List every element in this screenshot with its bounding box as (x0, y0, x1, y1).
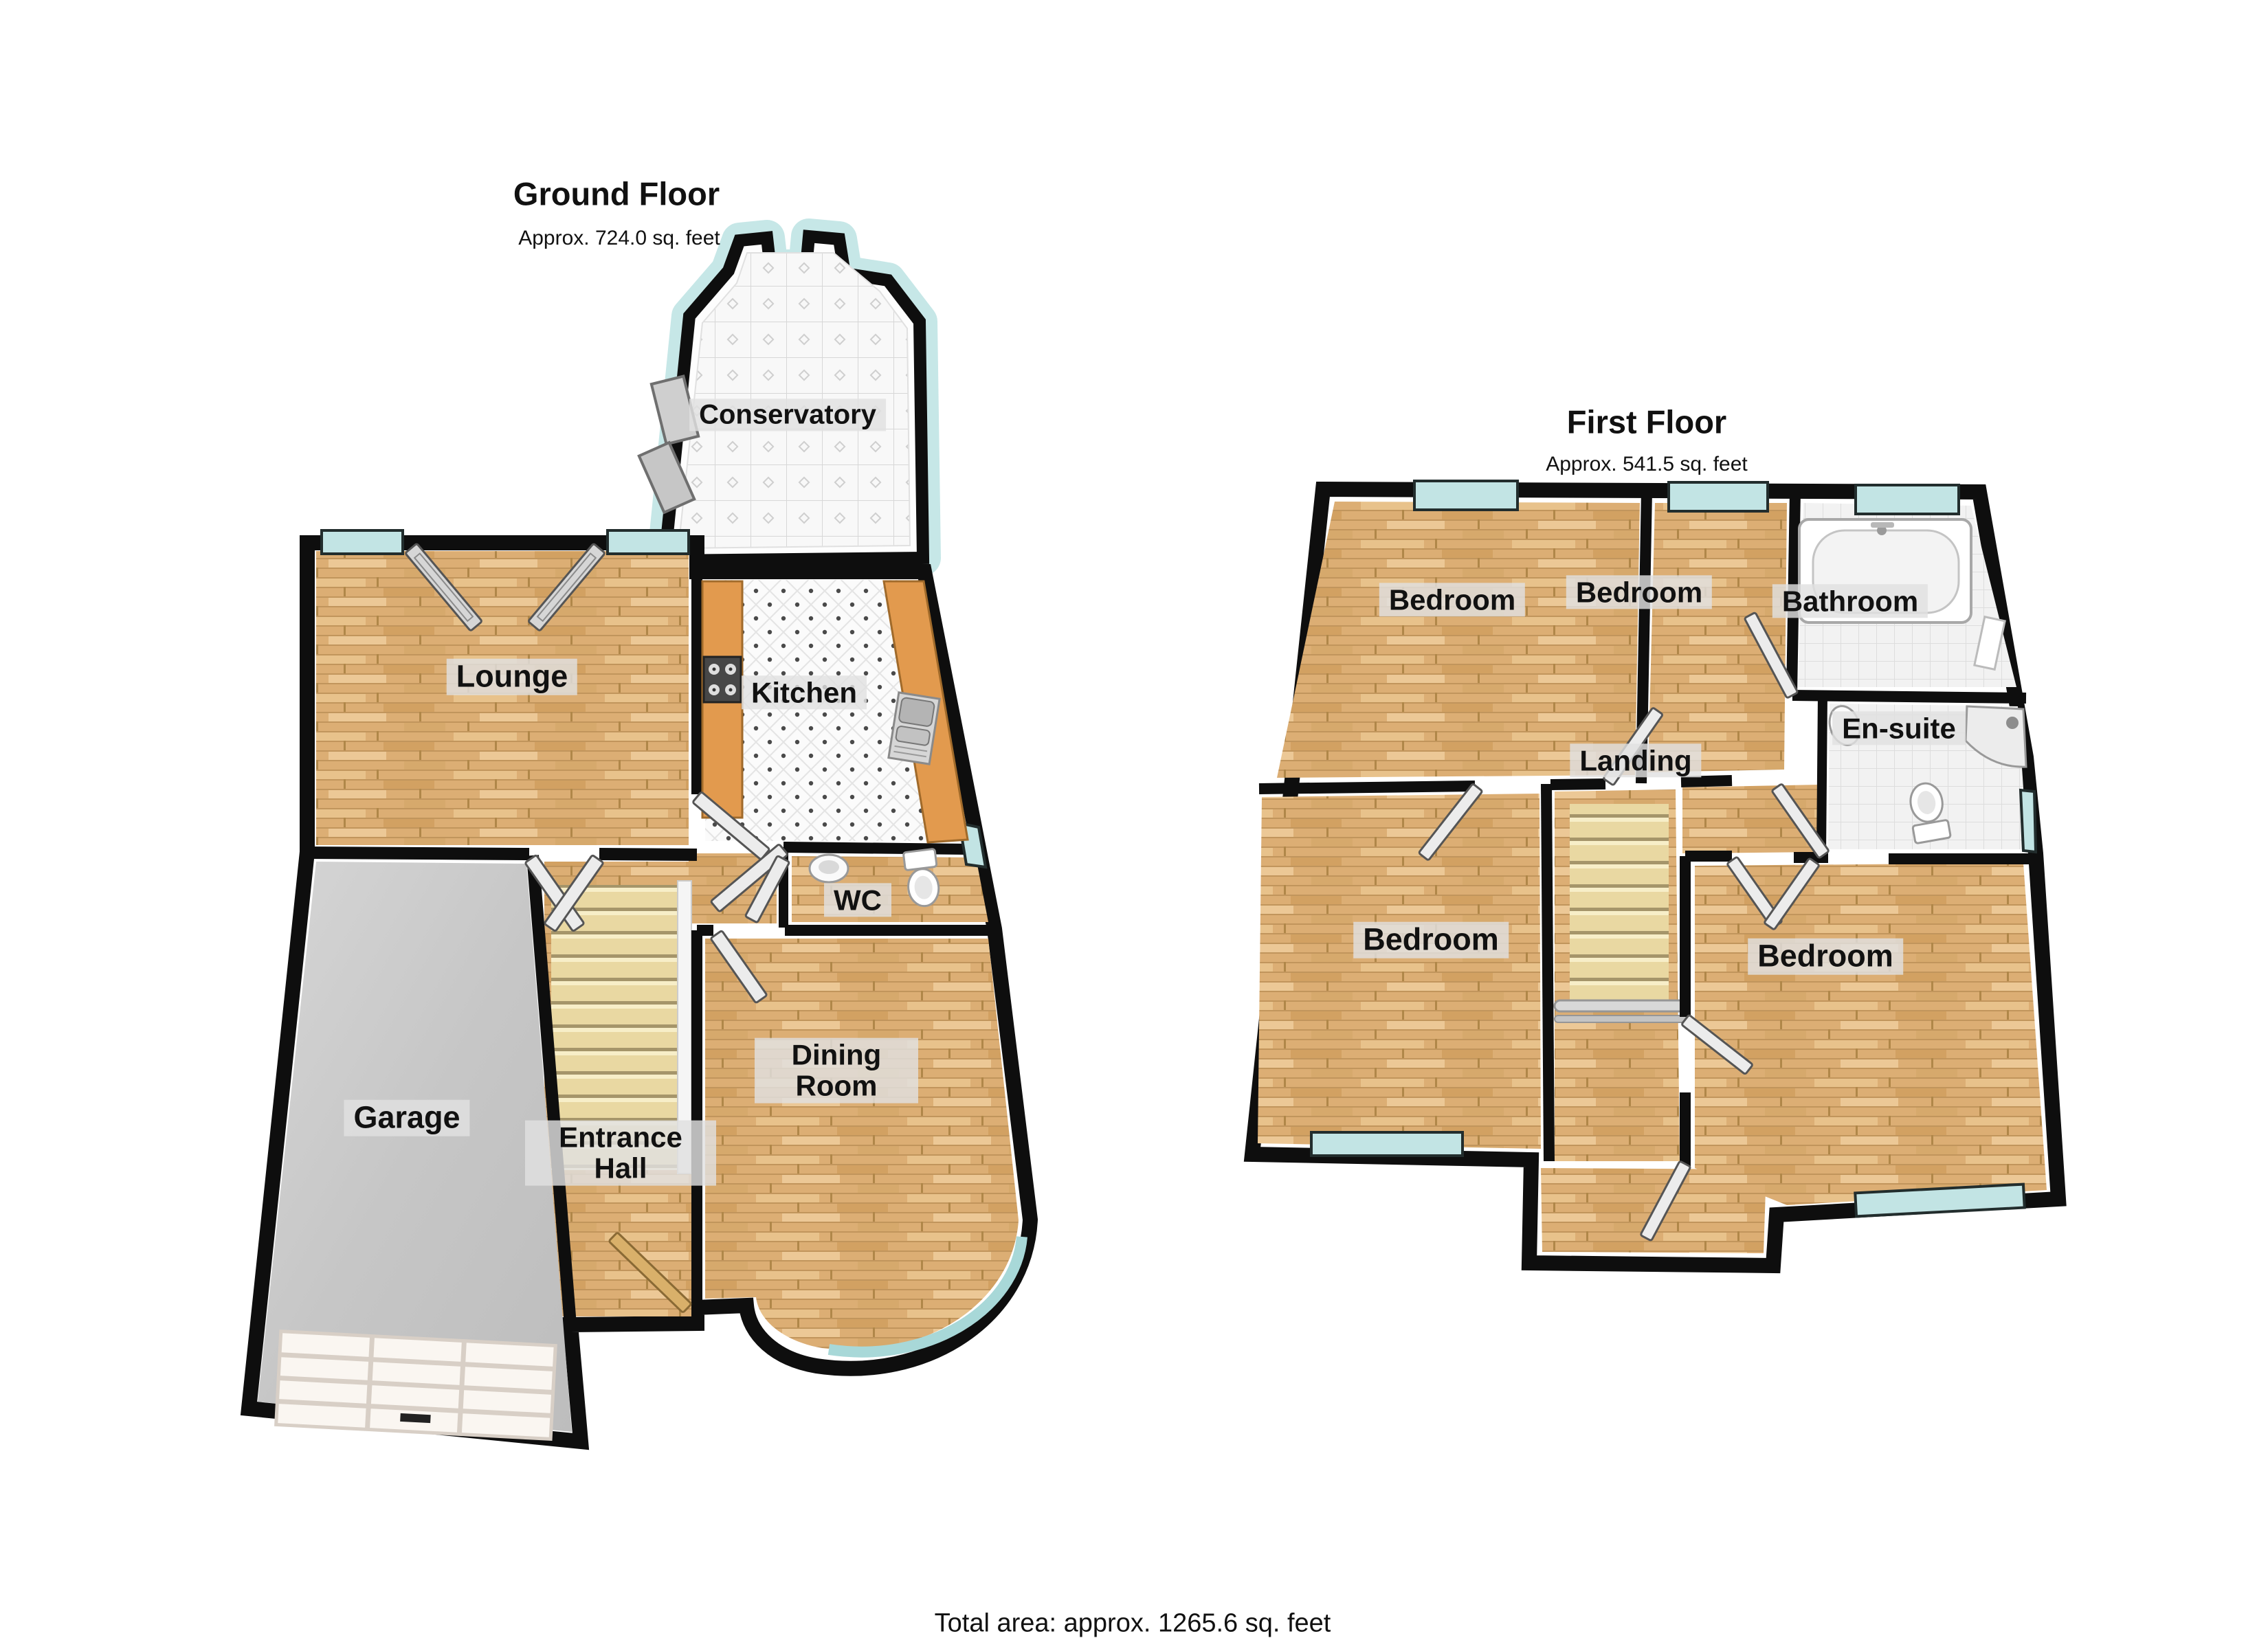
staircase-first (1553, 804, 1691, 1023)
hob-icon (702, 655, 742, 704)
room-label-garage: Garage (344, 1099, 470, 1136)
window-icon (1310, 1131, 1464, 1157)
total-area-text: Total area: approx. 1265.6 sq. feet (934, 1608, 1331, 1638)
room-label-kitchen: Kitchen (741, 675, 867, 710)
lounge-floor (316, 551, 689, 845)
patio-door-icon (528, 543, 605, 631)
toilet-icon (1909, 782, 1952, 844)
room-label-bedroom-top-left: Bedroom (1379, 583, 1526, 617)
door-icon (1744, 612, 1799, 699)
door-icon (744, 855, 790, 923)
door-icon (710, 844, 788, 912)
shower-icon (1964, 705, 2027, 768)
bedroom-master-floor (1695, 863, 2047, 1205)
window-icon (1854, 484, 1960, 515)
wc-fixtures (808, 848, 940, 908)
first-interior-walls (1258, 491, 2036, 1168)
window-icon (1667, 481, 1769, 513)
garage-door-icon (274, 1329, 557, 1442)
window-icon (320, 529, 404, 555)
room-label-lounge: Lounge (446, 658, 578, 695)
door-icon (1418, 783, 1483, 861)
first-floor-subtitle: Approx. 541.5 sq. feet (1546, 452, 1748, 475)
bay-window-icon (827, 1236, 1027, 1358)
door-icon (1681, 1014, 1753, 1075)
door-icon (1640, 1160, 1691, 1242)
patio-door-icon (405, 543, 482, 631)
room-label-conservatory: Conservatory (689, 399, 886, 431)
room-label-bedroom-master: Bedroom (1748, 938, 1903, 975)
ground-floor-plan (240, 218, 1038, 1450)
room-label-landing: Landing (1570, 743, 1702, 778)
garage-floor (258, 862, 572, 1432)
towel-rail-icon (1973, 615, 2006, 671)
ground-windows (320, 529, 988, 869)
ground-floor-subtitle: Approx. 724.0 sq. feet (518, 226, 720, 249)
bedroom-top-left-floor (1277, 502, 1640, 778)
window-icon (2019, 788, 2038, 854)
room-label-wc: WC (824, 883, 891, 917)
first-floor-title: First Floor (1566, 403, 1727, 440)
bedroom-top-middle-floor (1648, 503, 1787, 772)
room-label-bedroom-bottom-left: Bedroom (1353, 921, 1509, 958)
first-floor-plan (1243, 480, 2067, 1274)
window-icon (1854, 1182, 2026, 1218)
first-windows (1310, 480, 2038, 1218)
dining-floor (705, 939, 1019, 1350)
door-icon (710, 930, 768, 1004)
ground-floor-title: Ground Floor (513, 175, 720, 212)
room-label-dining-room: Dining Room (755, 1037, 918, 1103)
bedroom-bottom-left-floor (1258, 794, 1541, 1149)
ground-doors (405, 543, 790, 1313)
front-door-icon (608, 1232, 692, 1313)
room-label-bathroom: Bathroom (1772, 584, 1928, 618)
room-label-entrance-hall: Entrance Hall (525, 1120, 716, 1186)
door-icon (544, 854, 604, 932)
kitchen-counters (701, 580, 969, 844)
toilet-icon (902, 848, 940, 908)
sink-icon (887, 691, 941, 765)
room-label-ensuite: En-suite (1832, 711, 1966, 745)
window-icon (606, 529, 690, 555)
room-label-bedroom-top-middle: Bedroom (1566, 575, 1713, 609)
door-icon (1771, 783, 1830, 859)
door-icon (1764, 857, 1820, 930)
window-icon (1413, 480, 1519, 511)
ensuite-fixtures (1828, 705, 2027, 844)
